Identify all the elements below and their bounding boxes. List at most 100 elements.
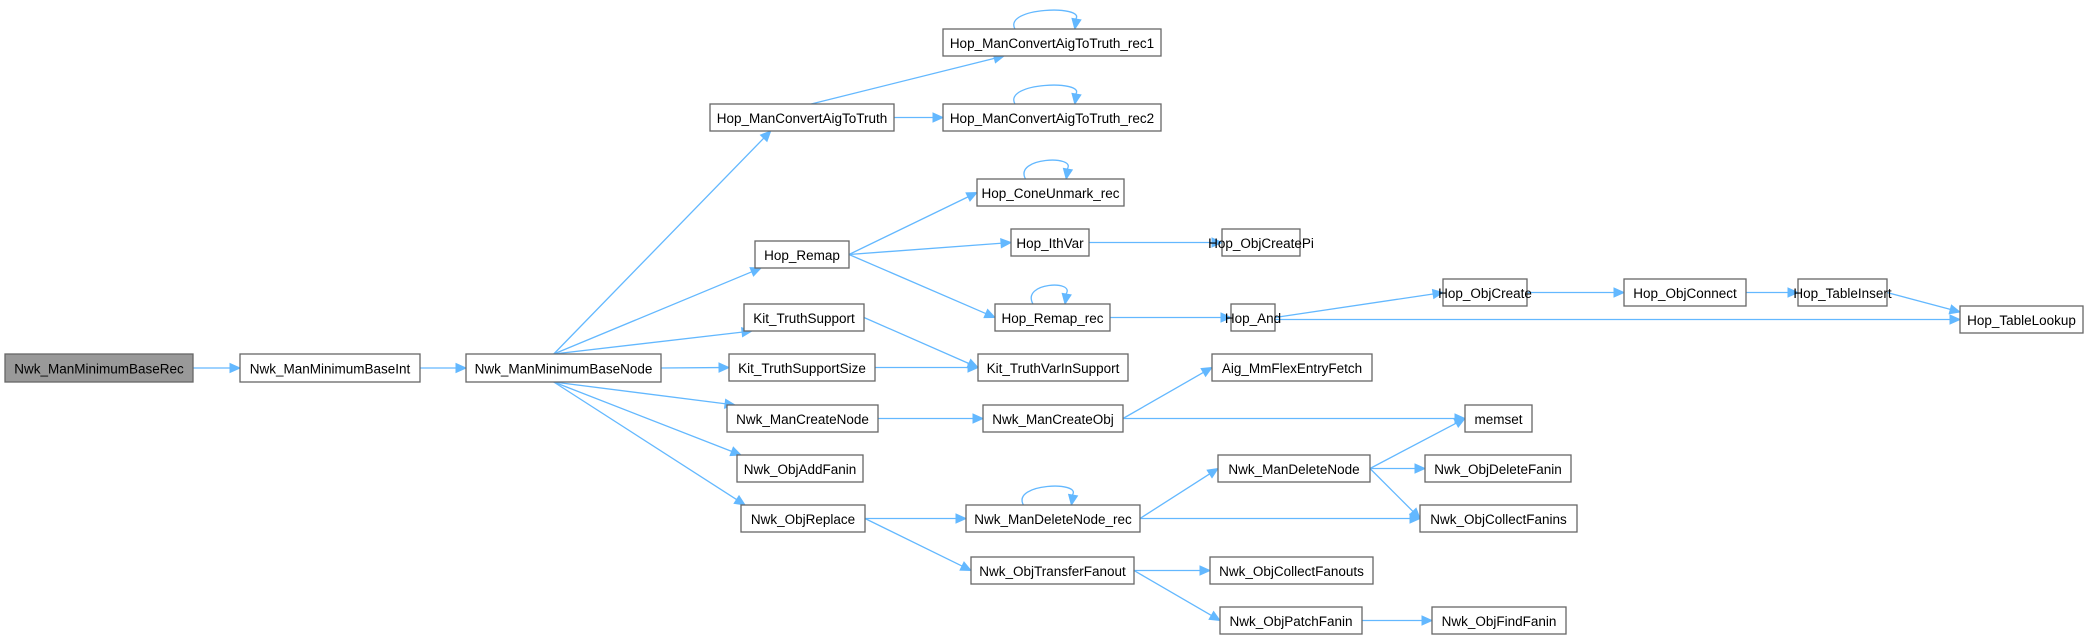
node-nwk-objpatchfanin[interactable]: Nwk_ObjPatchFanin [1219, 606, 1363, 635]
node-label: Nwk_ObjCollectFanouts [1219, 564, 1364, 579]
edge-Hop_ConeUnmark_rec-to-Hop_ConeUnmark_rec [1023, 159, 1074, 181]
node-nwk-objdeletefanin[interactable]: Nwk_ObjDeleteFanin [1424, 454, 1572, 483]
node-box[interactable] [942, 28, 1162, 57]
node-hop-and[interactable]: Hop_And [1225, 303, 1281, 332]
node-box[interactable] [982, 404, 1124, 433]
node-box[interactable] [1464, 404, 1533, 433]
node-nwk-objfindfanin[interactable]: Nwk_ObjFindFanin [1431, 606, 1567, 635]
node-label: Kit_TruthVarInSupport [987, 361, 1120, 376]
node-nwk-mancreatenode[interactable]: Nwk_ManCreateNode [726, 404, 879, 433]
node-nwk-manminimumbasenode[interactable]: Nwk_ManMinimumBaseNode [465, 353, 662, 383]
node-nwk-objreplace[interactable]: Nwk_ObjReplace [740, 504, 866, 533]
node-box[interactable] [4, 353, 194, 383]
node-box[interactable] [1211, 353, 1373, 382]
node-hop-objconnect[interactable]: Hop_ObjConnect [1623, 278, 1747, 307]
edge-Nwk_ManDeleteNode-to-Nwk_ObjCollectFanins [1369, 468, 1421, 520]
edge-Nwk_ManDeleteNode-to-Nwk_ObjDeleteFanin [1370, 463, 1427, 474]
edge-line [1274, 293, 1434, 319]
edge-Nwk_ObjReplace-to-Nwk_ObjTransferFanout [864, 517, 973, 572]
node-nwk-objcollectfanins[interactable]: Nwk_ObjCollectFanins [1419, 504, 1578, 533]
node-box[interactable] [1221, 228, 1301, 257]
node-box[interactable] [1959, 305, 2084, 334]
node-box[interactable] [239, 353, 421, 383]
node-hop-tableinsert[interactable]: Hop_TableInsert [1793, 278, 1892, 307]
node-box[interactable] [1442, 278, 1528, 307]
node-nwk-manminimumbaserec[interactable]: Nwk_ManMinimumBaseRec [4, 353, 194, 383]
edge-Kit_TruthSupport-to-Kit_TruthVarInSupport [863, 316, 980, 369]
node-box[interactable] [1010, 228, 1090, 257]
node-nwk-manminimumbaseint[interactable]: Nwk_ManMinimumBaseInt [239, 353, 421, 383]
edge-Nwk_ObjTransferFanout-to-Nwk_ObjCollectFanouts [1134, 565, 1212, 576]
node-kit-truthsupport[interactable]: Kit_TruthSupport [743, 303, 865, 332]
edge-Nwk_ManMinimumBaseNode-to-Hop_Remap [553, 267, 763, 355]
arrowhead-icon [1408, 507, 1421, 520]
edge-Nwk_ManMinimumBaseInt-to-Nwk_ManMinimumBaseNode [420, 362, 468, 374]
arrowhead-icon [1071, 17, 1082, 31]
node-box[interactable] [965, 504, 1141, 533]
node-nwk-mandeletenode[interactable]: Nwk_ManDeleteNode [1217, 454, 1371, 483]
node-box[interactable] [1623, 278, 1747, 307]
edge-Hop_And-to-Hop_ObjCreate [1274, 288, 1445, 319]
node-box[interactable] [1209, 556, 1374, 585]
node-nwk-objtransferfanout[interactable]: Nwk_ObjTransferFanout [970, 556, 1135, 585]
edge-line [1886, 291, 1951, 311]
node-box[interactable] [743, 303, 865, 332]
node-label: Nwk_ManMinimumBaseNode [475, 362, 653, 377]
node-label: Hop_ObjConnect [1633, 286, 1737, 301]
node-kit-truthsupportsize[interactable]: Kit_TruthSupportSize [728, 353, 876, 382]
node-hop-objcreate[interactable]: Hop_ObjCreate [1438, 278, 1532, 307]
arrowhead-icon [1211, 237, 1224, 248]
node-aig-mmflexentryfetch[interactable]: Aig_MmFlexEntryFetch [1211, 353, 1373, 382]
node-box[interactable] [736, 454, 864, 483]
node-hop-manconvertaigtotruth[interactable]: Hop_ManConvertAigToTruth [709, 103, 895, 132]
node-label: Nwk_ObjAddFanin [744, 462, 857, 477]
node-box[interactable] [942, 103, 1162, 132]
edge-Hop_Remap_rec-to-Hop_Remap_rec [1030, 284, 1072, 306]
node-hop-tablelookup[interactable]: Hop_TableLookup [1959, 305, 2084, 334]
node-nwk-objaddfanin[interactable]: Nwk_ObjAddFanin [736, 454, 864, 483]
node-box[interactable] [1431, 606, 1567, 635]
node-box[interactable] [465, 353, 662, 383]
arrowhead-icon [1220, 312, 1233, 323]
node-hop-manconvertaigtotruth-rec2[interactable]: Hop_ManConvertAigToTruth_rec2 [942, 103, 1162, 132]
node-box[interactable] [1230, 303, 1276, 332]
node-label: Hop_TableInsert [1793, 286, 1892, 301]
arrowhead-icon [1453, 417, 1467, 429]
node-kit-truthvarinsupport[interactable]: Kit_TruthVarInSupport [977, 353, 1129, 382]
node-memset[interactable]: memset [1464, 404, 1533, 433]
node-hop-objcreatepi[interactable]: Hop_ObjCreatePi [1208, 228, 1314, 257]
node-box[interactable] [1219, 606, 1363, 635]
edge-Nwk_ManMinimumBaseNode-to-Kit_TruthSupportSize [660, 362, 731, 373]
node-box[interactable] [1424, 454, 1572, 483]
node-label: Hop_ConeUnmark_rec [981, 186, 1119, 201]
node-label: Hop_Remap [764, 248, 840, 263]
node-box[interactable] [740, 504, 866, 533]
node-nwk-mancreateobj[interactable]: Nwk_ManCreateObj [982, 404, 1124, 433]
node-box[interactable] [1419, 504, 1578, 533]
node-box[interactable] [1217, 454, 1371, 483]
edge-line [553, 381, 732, 452]
node-box[interactable] [976, 178, 1125, 207]
node-box[interactable] [754, 240, 850, 269]
node-box[interactable] [726, 404, 879, 433]
edge-line [553, 137, 765, 355]
node-hop-ithvar[interactable]: Hop_IthVar [1010, 228, 1090, 257]
edge-Nwk_ManCreateNode-to-Nwk_ManCreateObj [878, 413, 985, 424]
edge-line [864, 517, 963, 567]
node-hop-manconvertaigtotruth-rec1[interactable]: Hop_ManConvertAigToTruth_rec1 [942, 28, 1162, 57]
node-nwk-mandeletenode-rec[interactable]: Nwk_ManDeleteNode_rec [965, 504, 1141, 533]
node-box[interactable] [1797, 278, 1888, 307]
node-hop-remap-rec[interactable]: Hop_Remap_rec [994, 303, 1111, 332]
arrowhead-icon [932, 112, 945, 123]
arrowhead-icon [1200, 366, 1214, 378]
node-label: Hop_ManConvertAigToTruth [717, 111, 888, 126]
node-box[interactable] [977, 353, 1129, 382]
node-box[interactable] [728, 353, 876, 382]
node-nwk-objcollectfanouts[interactable]: Nwk_ObjCollectFanouts [1209, 556, 1374, 585]
node-box[interactable] [970, 556, 1135, 585]
node-box[interactable] [994, 303, 1111, 332]
node-box[interactable] [709, 103, 895, 132]
node-hop-remap[interactable]: Hop_Remap [754, 240, 850, 269]
node-hop-coneunmark-rec[interactable]: Hop_ConeUnmark_rec [976, 178, 1125, 207]
